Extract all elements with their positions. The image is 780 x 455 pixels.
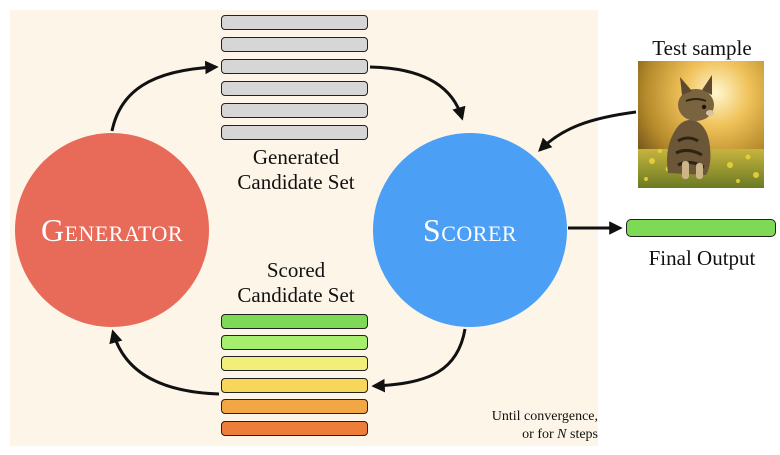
scored-candidate-bar (221, 356, 368, 371)
generated-set-label-line1: Generated (252, 145, 340, 169)
loop-note-line2: or for N steps (522, 427, 598, 442)
scorer-node: Scorer (373, 133, 567, 327)
test-sample-label: Test sample (652, 36, 752, 60)
loop-note: Until convergence, or for N steps (438, 408, 598, 444)
generated-candidate-bar (221, 15, 368, 30)
scored-candidate-bar (221, 314, 368, 329)
scored-candidate-bar (221, 399, 368, 414)
kitten-photo-icon (638, 61, 764, 188)
generated-candidate-bar (221, 59, 368, 74)
generated-candidate-bar (221, 103, 368, 118)
arrow-scored-set-to-generator (109, 329, 220, 396)
generator-node: Generator (15, 133, 209, 327)
arrow-scorer-to-scored-set (371, 328, 467, 393)
generated-candidate-bar (221, 37, 368, 52)
final-output-bar (626, 219, 776, 237)
scorer-label: Scorer (422, 211, 518, 248)
arrow-generated-set-to-scorer (369, 65, 466, 121)
scored-candidate-bar (221, 421, 368, 436)
generated-set-label: Generated Candidate Set (196, 145, 396, 195)
arrow-test-sample-to-scorer (538, 110, 637, 152)
scored-candidate-bar (221, 378, 368, 393)
generated-set-label-line2: Candidate Set (237, 170, 355, 194)
generated-candidate-bar (221, 81, 368, 96)
loop-note-variable: N (557, 427, 567, 442)
loop-note-line1: Until convergence, (491, 409, 598, 424)
generator-label: Generator (40, 211, 184, 248)
scored-set-label-line2: Candidate Set (237, 283, 355, 307)
scored-set-label-line1: Scored (266, 258, 326, 282)
final-output-label: Final Output (648, 246, 756, 270)
scored-candidate-bar (221, 335, 368, 350)
generated-candidate-bar (221, 125, 368, 140)
arrow-generator-to-generated-set (110, 60, 219, 132)
scored-set-label: Scored Candidate Set (196, 258, 396, 308)
